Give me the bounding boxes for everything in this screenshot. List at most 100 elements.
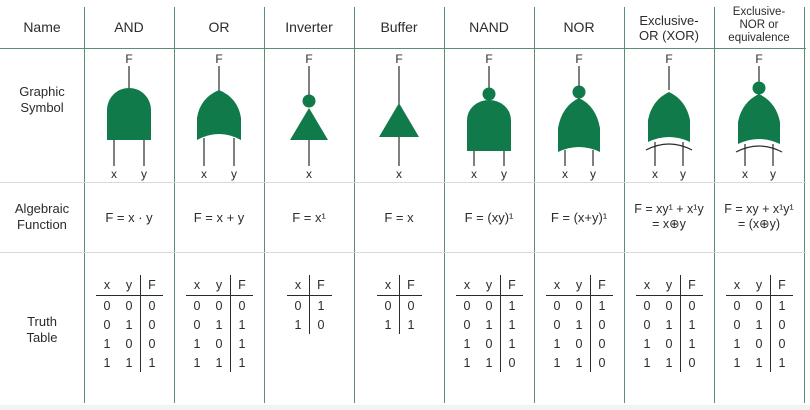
row-label-truth-table: Truth Table: [26, 314, 58, 345]
function-nor: F = (x+y)¹: [550, 209, 608, 225]
truth-table-cell: 0: [680, 353, 703, 372]
buffer-triangle: [379, 103, 419, 137]
truth-table-cell: 1: [770, 295, 793, 315]
output-label: F: [395, 52, 402, 66]
input-x-label: x: [652, 167, 658, 181]
truth-table-cell: 1: [193, 336, 201, 351]
truth-table-header-cell: x: [377, 275, 400, 296]
truth-table-header-cell: F: [590, 275, 613, 296]
truth-table-cell: 0: [193, 298, 201, 313]
input-x-label: x: [562, 167, 568, 181]
truth-table-cell: 0: [665, 298, 673, 313]
truth-table-cell: 0: [485, 298, 493, 313]
inverter-symbol: F x: [290, 52, 328, 181]
truth-table-header-cell: x: [636, 275, 658, 296]
truth-table-cell: 1: [463, 355, 471, 370]
header-xnor: Exclusive- NOR or equivalence: [728, 5, 790, 44]
nor-gate-body: [558, 98, 600, 152]
truth-table-header-cell: y: [118, 275, 141, 296]
header-xor: Exclusive- OR (XOR): [639, 12, 699, 43]
grid-line: [0, 182, 806, 183]
xnor-bubble: [752, 81, 766, 95]
nand-gate-symbol: F x y: [467, 52, 511, 181]
truth-table-cell: 0: [680, 295, 703, 315]
input-x-label: x: [201, 167, 207, 181]
truth-table-header-cell: F: [500, 275, 523, 296]
truth-table-cell: 1: [230, 315, 253, 334]
row-label-algebraic-function: Algebraic Function: [14, 201, 70, 232]
xnor-input-curve: [735, 145, 783, 153]
truth-table-cell: 1: [553, 355, 561, 370]
input-y-label: y: [590, 167, 596, 181]
grid-line: [174, 7, 175, 403]
input-y-label: y: [501, 167, 507, 181]
truth-table-cell: 0: [384, 298, 392, 313]
function-and: F = x · y: [105, 209, 153, 225]
truth-table-cell: 1: [590, 295, 613, 315]
truth-table-cell: 1: [103, 355, 111, 370]
truth-table-cell: 0: [755, 336, 763, 351]
truth-table-cell: 1: [770, 353, 793, 372]
input-x-label: x: [396, 167, 402, 181]
truth-table-cell: 1: [733, 336, 741, 351]
buffer-symbol: F x: [379, 52, 419, 181]
truth-table-cell: 0: [643, 317, 651, 332]
header-inverter: Inverter: [285, 19, 333, 35]
inverter-triangle: [290, 108, 328, 140]
truth-table-cell: 0: [590, 315, 613, 334]
truth-table-cell: 0: [500, 353, 523, 372]
truth-table-cell: 1: [230, 334, 253, 353]
output-label: F: [485, 52, 492, 66]
and-gate-body: [107, 88, 151, 140]
truth-table-cell: 1: [553, 336, 561, 351]
or-gate-body: [197, 90, 241, 140]
truth-table-cell: 0: [590, 353, 613, 372]
grid-line: [0, 48, 806, 49]
truth-table-cell: 0: [140, 295, 163, 315]
output-label: F: [305, 52, 312, 66]
truth-table-header-cell: x: [546, 275, 568, 296]
truth-table-cell: 1: [665, 355, 673, 370]
truth-table-header-cell: y: [568, 275, 591, 296]
truth-table-cell: 1: [500, 334, 523, 353]
input-y-label: y: [141, 167, 147, 181]
output-label: F: [665, 52, 672, 66]
truth-table-cell: 1: [680, 334, 703, 353]
truth-table-cell: 1: [575, 355, 583, 370]
grid-line: [804, 7, 805, 403]
truth-table-header-cell: F: [309, 275, 332, 296]
nand-bubble: [482, 87, 496, 101]
truth-table-header-cell: F: [680, 275, 703, 296]
truth-table-cell: 1: [215, 355, 223, 370]
header-and: AND: [114, 19, 144, 35]
function-nand: F = (xy)¹: [464, 209, 514, 225]
input-y-label: y: [770, 167, 776, 181]
truth-table-header-cell: x: [96, 275, 118, 296]
truth-table-cell: 1: [755, 317, 763, 332]
grid-line: [444, 7, 445, 403]
function-xor: F = xy¹ + x¹y = x⊕y: [634, 202, 704, 231]
truth-table-cell: 1: [643, 336, 651, 351]
